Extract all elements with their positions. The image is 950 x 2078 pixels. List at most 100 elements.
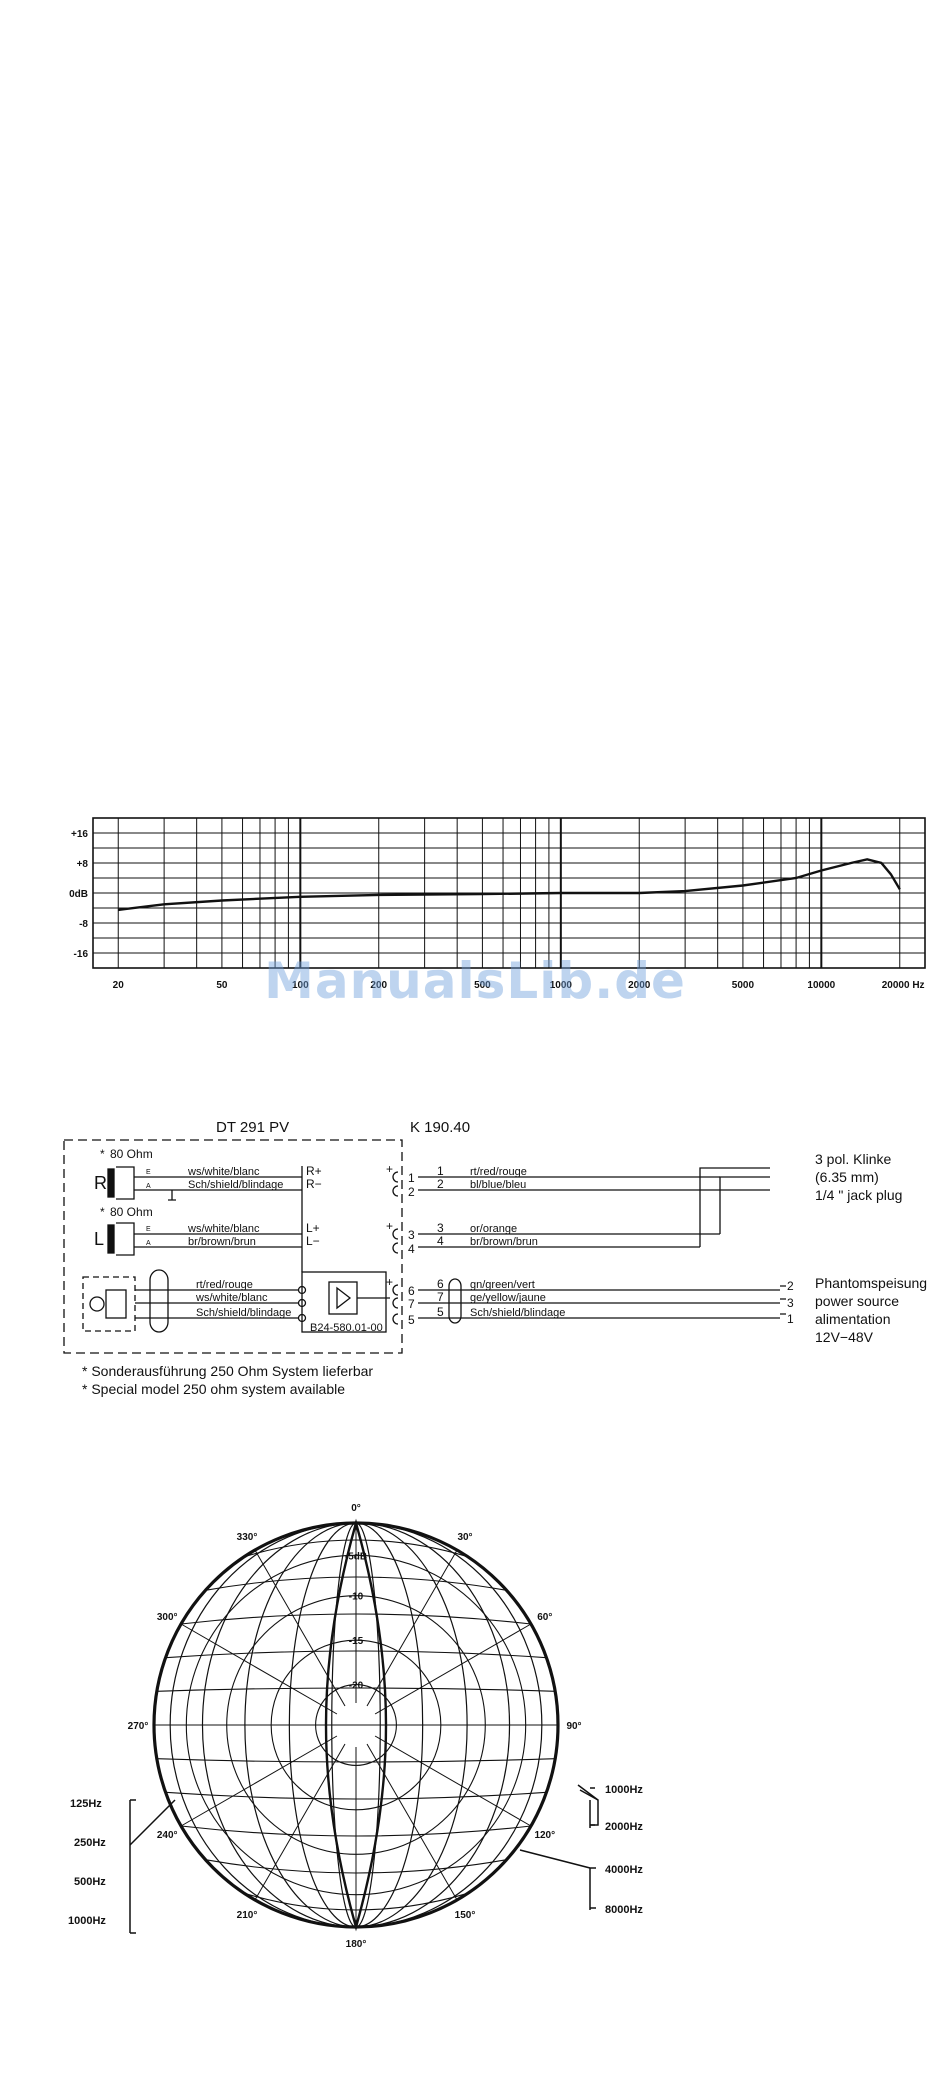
model-k190: K 190.40 — [410, 1119, 470, 1136]
x-tick-label: 50 — [216, 980, 228, 991]
angle-label: 240° — [157, 1830, 178, 1841]
asterisk-l: * — [100, 1205, 105, 1219]
angle-label: 180° — [346, 1939, 367, 1950]
pin-e-l: E — [146, 1226, 151, 1233]
angle-label: 270° — [128, 1721, 149, 1732]
out-wire-1: rt/red/rouge — [470, 1166, 527, 1178]
cable-pin-5: 5 — [437, 1305, 444, 1319]
left-leader — [129, 1799, 176, 1846]
freq-right-8000: 8000Hz — [605, 1904, 643, 1916]
x-tick-label: 100 — [292, 980, 309, 991]
cable-pin-7: 7 — [437, 1290, 444, 1304]
pin-2: 2 — [408, 1185, 415, 1199]
y-tick-label: 0dB — [69, 889, 88, 900]
left-bracket — [129, 1799, 136, 1934]
pin-6: 6 — [408, 1284, 415, 1298]
frequency-response-curve — [118, 858, 901, 912]
x-axis-ticks: 20 50 100 200 500 1000 2000 5000 10000 20000 Hz — [113, 980, 925, 991]
phantom-text-3: alimentation — [815, 1311, 891, 1327]
angle-label: 30° — [457, 1532, 472, 1543]
pin-7: 7 — [408, 1297, 415, 1311]
pin-5: 5 — [408, 1313, 415, 1327]
y-tick-label: +8 — [77, 859, 89, 870]
polar-spoke — [254, 1549, 346, 1707]
mic-wire-3: Sch/shield/blindage — [196, 1307, 291, 1319]
ring-label: -5dB — [345, 1551, 367, 1562]
frequency-response-chart: +16 +8 0dB -8 -16 20 50 100 200 500 1000 2000 5000 1… — [69, 817, 926, 991]
polar-pattern-diagram: 0°30°60°90°120°150°180°210°240°270°300°3… — [68, 1503, 643, 1950]
polar-spoke — [374, 1623, 532, 1715]
polar-spoke — [366, 1743, 458, 1901]
l-minus: L− — [306, 1234, 320, 1248]
cable-pin-3: 3 — [437, 1221, 444, 1235]
plus-r: + — [386, 1162, 393, 1176]
angle-label: 330° — [237, 1532, 258, 1543]
model-dt291pv: DT 291 PV — [216, 1119, 289, 1136]
polar-spoke — [366, 1549, 458, 1707]
x-tick-label: 20 — [113, 980, 125, 991]
r-wire-2: Sch/shield/blindage — [188, 1179, 283, 1191]
y-tick-label: +16 — [71, 829, 88, 840]
phantom-text-1: Phantomspeisung — [815, 1275, 927, 1291]
polar-spoke — [374, 1735, 532, 1827]
x-tick-label: 10000 — [807, 980, 835, 991]
footnote-2: * Special model 250 ohm system available — [82, 1381, 345, 1397]
jack-text-3: 1/4 " jack plug — [815, 1187, 902, 1203]
r-capsule-frame — [116, 1166, 135, 1200]
x-tick-label: 5000 — [732, 980, 755, 991]
pin-1: 1 — [408, 1171, 415, 1185]
polar-spoke — [180, 1735, 338, 1827]
x-tick-label: 500 — [474, 980, 491, 991]
x-tick-label: 20000 Hz — [882, 980, 925, 991]
angle-label: 150° — [455, 1910, 476, 1921]
right-bracket-top — [577, 1784, 599, 1828]
x-tick-label: 200 — [370, 980, 387, 991]
phantom-pin-1: 1 — [787, 1312, 794, 1326]
freq-left-250: 250Hz — [74, 1837, 106, 1849]
amplifier-label: B24-580.01-00 — [310, 1322, 383, 1334]
pin-3: 3 — [408, 1228, 415, 1242]
x-tick-label: 2000 — [628, 980, 651, 991]
out-wire-2: bl/blue/bleu — [470, 1179, 526, 1191]
out-wire-7: ge/yellow/jaune — [470, 1292, 546, 1304]
r-capsule-icon — [107, 1168, 115, 1198]
r-plus: R+ — [306, 1164, 322, 1178]
polar-spoke — [254, 1743, 346, 1901]
freq-right-1000: 1000Hz — [605, 1784, 643, 1796]
angle-label: 120° — [534, 1830, 555, 1841]
angle-label: 300° — [157, 1612, 178, 1623]
r-minus: R− — [306, 1177, 322, 1191]
angle-label: 90° — [566, 1721, 581, 1732]
ring-label: -15 — [349, 1636, 364, 1647]
cable-pin-4: 4 — [437, 1234, 444, 1248]
phantom-pin-3: 3 — [787, 1296, 794, 1310]
mic-capsule-icon — [89, 1296, 105, 1312]
channel-l: L — [94, 1229, 104, 1249]
mic-wire-1: rt/red/rouge — [196, 1279, 253, 1291]
y-tick-label: -8 — [79, 919, 88, 930]
amplifier-triangle-icon — [336, 1286, 352, 1310]
channel-r: R — [94, 1173, 107, 1193]
mic-wire-2: ws/white/blanc — [195, 1292, 268, 1304]
phantom-text-2: power source — [815, 1293, 899, 1309]
angle-label: 60° — [537, 1612, 552, 1623]
freq-right-2000: 2000Hz — [605, 1821, 643, 1833]
x-tick-label: 1000 — [550, 980, 573, 991]
phantom-pin-2: 2 — [787, 1279, 794, 1293]
out-wire-3: or/orange — [470, 1223, 517, 1235]
l-plus: L+ — [306, 1221, 320, 1235]
r-wire-1: ws/white/blanc — [187, 1166, 260, 1178]
ring-label: -10 — [349, 1592, 364, 1603]
pin-e-r: E — [146, 1169, 151, 1176]
footnote-1: * Sonderausführung 250 Ohm System liefer… — [82, 1363, 373, 1379]
freq-left-500: 500Hz — [74, 1876, 106, 1888]
mic-cable-shield — [149, 1269, 169, 1333]
asterisk-r: * — [100, 1147, 105, 1161]
wiring-diagram: DT 291 PV K 190.40 * 80 Ohm * 80 Ohm R L… — [63, 1119, 927, 1397]
y-tick-label: -16 — [74, 949, 89, 960]
polar-angle-labels: 0°30°60°90°120°150°180°210°240°270°300°3… — [128, 1503, 582, 1950]
freq-right-4000: 4000Hz — [605, 1864, 643, 1876]
phantom-text-4: 12V−48V — [815, 1329, 874, 1345]
impedance-r: 80 Ohm — [110, 1147, 153, 1161]
freq-left-125: 125Hz — [70, 1798, 102, 1810]
